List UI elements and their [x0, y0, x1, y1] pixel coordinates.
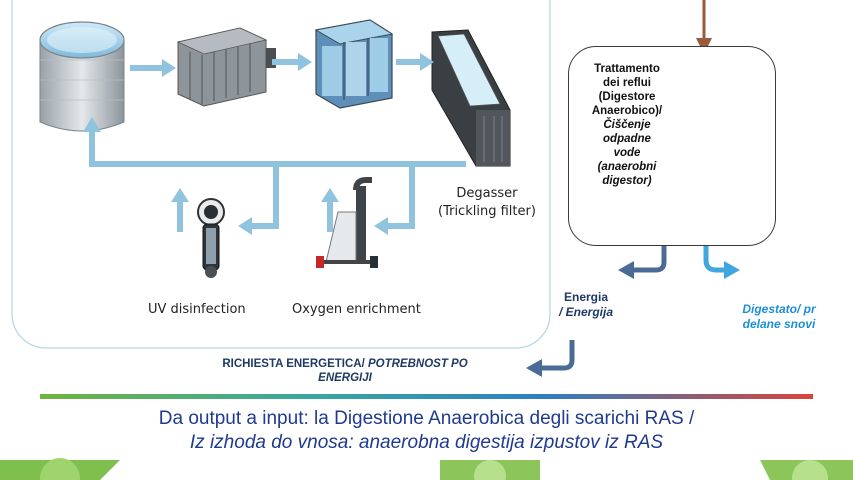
digestate-output-arrow	[703, 240, 740, 279]
slide-title-line-2: Iz izhoda do vnosa: anaerobna digestija …	[189, 432, 664, 453]
digester-line-3: (Digestore	[598, 91, 656, 103]
digester-line-1: Trattamento	[594, 63, 660, 75]
bottom-decoration	[0, 458, 853, 480]
energy-demand-it: RICHIESTA ENERGETICA/	[222, 358, 365, 370]
energy-output-arrow	[618, 244, 667, 279]
degasser-label-line-1: Degasser	[456, 186, 518, 201]
ras-flow-arrows	[89, 59, 466, 232]
uv-lamp-icon	[197, 198, 225, 278]
digester-line-7: vode	[613, 147, 641, 159]
oxygen-cone-icon	[316, 177, 378, 268]
slide-title-line-1: Da output a input: la Digestione Anaerob…	[158, 408, 695, 429]
energy-label-line-2: / Energija	[558, 305, 614, 319]
digester-line-6: odpadne	[603, 133, 651, 145]
energy-demand-line-1: RICHIESTA ENERGETICA/ POTREBNOST PO	[180, 357, 510, 371]
energy-label-line-1: Energia	[563, 290, 608, 304]
energy-demand-label: RICHIESTA ENERGETICA/ POTREBNOST PO ENER…	[180, 357, 510, 385]
ras-arrow-heads	[83, 53, 434, 235]
degasser-icon	[431, 29, 511, 167]
slide-title: Da output a input: la Digestione Anaerob…	[0, 407, 853, 455]
colored-divider-bar	[40, 394, 813, 399]
degasser-label-line-2: (Trickling filter)	[438, 204, 536, 219]
digester-line-2: dei reflui	[603, 77, 651, 89]
digester-box-text: Trattamento dei reflui (Digestore Anaero…	[582, 62, 672, 188]
digestate-label-line-1: Digestato/ pr	[742, 302, 816, 316]
energy-demand-line-2: ENERGIJI	[318, 372, 372, 384]
digestate-label-line-2: delane snovi	[742, 317, 816, 331]
digester-line-5: Čiščenje	[603, 119, 651, 131]
digester-line-4: Anaerobico)/	[591, 105, 663, 117]
digestate-label: Digestato/ pr delane snovi	[724, 302, 834, 332]
digester-line-8: (anaerobni	[597, 161, 657, 173]
digester-line-9: digestor)	[602, 175, 652, 187]
energy-label: Energia / Energija	[545, 290, 627, 320]
biofilter-icon	[314, 19, 394, 109]
degasser-label: Degasser (Trickling filter)	[438, 186, 536, 219]
digester-box	[568, 46, 776, 246]
fish-tank-icon	[39, 21, 125, 132]
energy-demand-sl: POTREBNOST PO	[364, 358, 468, 370]
drum-filter-icon	[176, 27, 276, 107]
energy-demand-arrow	[526, 340, 575, 377]
uv-disinfection-label: UV disinfection	[148, 302, 246, 317]
oxygen-enrichment-label: Oxygen enrichment	[292, 302, 421, 317]
ras-system-frame	[11, 0, 551, 349]
